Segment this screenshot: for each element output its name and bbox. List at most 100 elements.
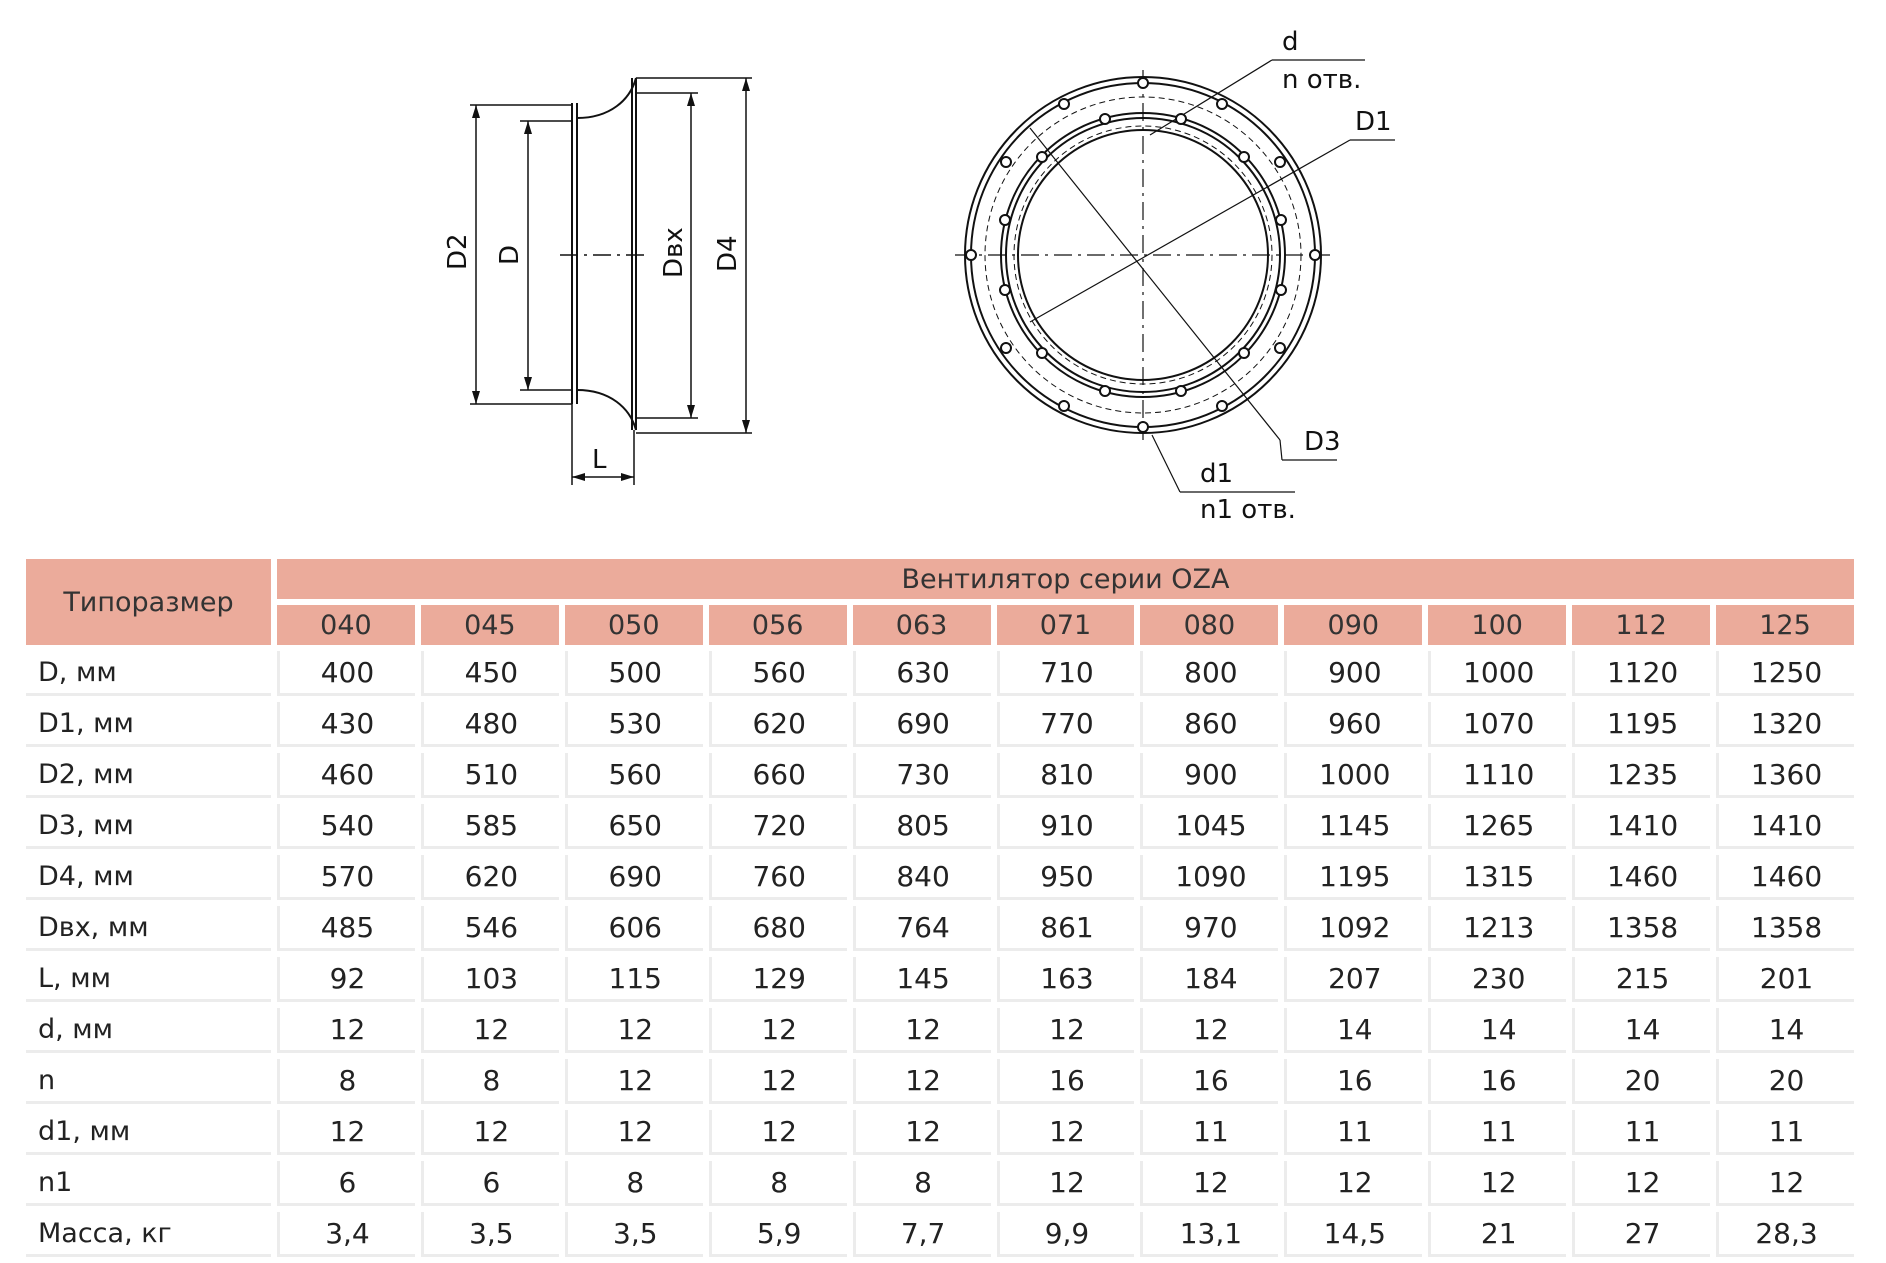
table-cell: 840 <box>852 855 991 900</box>
table-cell: 1000 <box>1284 753 1423 798</box>
row-label: Dвх, мм <box>26 906 271 951</box>
table-cell: 1195 <box>1572 702 1711 747</box>
table-cell: 630 <box>852 651 991 696</box>
table-cell: 201 <box>1716 957 1854 1002</box>
table-cell: 12 <box>1572 1161 1711 1206</box>
table-cell: 11 <box>1284 1110 1423 1155</box>
table-cell: 12 <box>1140 1161 1279 1206</box>
size-header-040: 040 <box>277 605 415 645</box>
table-cell: 950 <box>996 855 1135 900</box>
table-cell: 1000 <box>1428 651 1567 696</box>
table-cell: 546 <box>420 906 559 951</box>
table-cell: 620 <box>708 702 847 747</box>
table-cell: 215 <box>1572 957 1711 1002</box>
technical-drawings: D2 D Dвх D4 L <box>0 0 1886 560</box>
table-cell: 560 <box>564 753 703 798</box>
type-size-header: Типоразмер <box>26 559 271 645</box>
table-cell: 760 <box>708 855 847 900</box>
table-cell: 103 <box>420 957 559 1002</box>
table-cell: 650 <box>564 804 703 849</box>
table-cell: 11 <box>1572 1110 1711 1155</box>
table-cell: 1358 <box>1572 906 1711 951</box>
table-cell: 12 <box>852 1008 991 1053</box>
table-cell: 12 <box>420 1110 559 1155</box>
table-cell: 3,5 <box>564 1212 703 1257</box>
table-cell: 910 <box>996 804 1135 849</box>
table-cell: 11 <box>1716 1110 1854 1155</box>
table-cell: 14 <box>1284 1008 1423 1053</box>
table-cell: 900 <box>1284 651 1423 696</box>
table-cell: 12 <box>852 1059 991 1104</box>
table-cell: 12 <box>1284 1161 1423 1206</box>
table-cell: 480 <box>420 702 559 747</box>
table-cell: 14 <box>1572 1008 1711 1053</box>
table-cell: 8 <box>277 1059 415 1104</box>
table-cell: 13,1 <box>1140 1212 1279 1257</box>
table-cell: 92 <box>277 957 415 1002</box>
row-label: D2, мм <box>26 753 271 798</box>
table-cell: 11 <box>1428 1110 1567 1155</box>
row-label: D1, мм <box>26 702 271 747</box>
table-cell: 1320 <box>1716 702 1854 747</box>
side-view-drawing: D2 D Dвх D4 L <box>443 77 752 485</box>
table-cell: 8 <box>564 1161 703 1206</box>
table-cell: 1045 <box>1140 804 1279 849</box>
row-label: L, мм <box>26 957 271 1002</box>
size-header-050: 050 <box>564 605 703 645</box>
table-cell: 12 <box>1140 1008 1279 1053</box>
table-cell: 14 <box>1428 1008 1567 1053</box>
label-n1-otv: n1 отв. <box>1200 495 1296 525</box>
table-cell: 11 <box>1140 1110 1279 1155</box>
label-D: D <box>495 245 525 265</box>
table-cell: 7,7 <box>852 1212 991 1257</box>
table-cell: 1410 <box>1716 804 1854 849</box>
size-header-056: 056 <box>708 605 847 645</box>
table-cell: 764 <box>852 906 991 951</box>
table-cell: 129 <box>708 957 847 1002</box>
table-cell: 810 <box>996 753 1135 798</box>
table-cell: 6 <box>277 1161 415 1206</box>
row-label: d1, мм <box>26 1110 271 1155</box>
table-cell: 1460 <box>1716 855 1854 900</box>
label-d1: d1 <box>1200 459 1233 489</box>
size-header-080: 080 <box>1140 605 1279 645</box>
table-cell: 1120 <box>1572 651 1711 696</box>
table-cell: 12 <box>708 1110 847 1155</box>
table-cell: 970 <box>1140 906 1279 951</box>
table-cell: 12 <box>420 1008 559 1053</box>
table-cell: 163 <box>996 957 1135 1002</box>
table-cell: 510 <box>420 753 559 798</box>
table-cell: 1213 <box>1428 906 1567 951</box>
table-cell: 12 <box>564 1059 703 1104</box>
table-cell: 12 <box>564 1110 703 1155</box>
table-cell: 230 <box>1428 957 1567 1002</box>
label-n-otv: n отв. <box>1282 65 1361 95</box>
table-cell: 115 <box>564 957 703 1002</box>
table-cell: 20 <box>1716 1059 1854 1104</box>
table-cell: 6 <box>420 1161 559 1206</box>
table-cell: 5,9 <box>708 1212 847 1257</box>
table-cell: 800 <box>1140 651 1279 696</box>
table-cell: 1360 <box>1716 753 1854 798</box>
table-cell: 730 <box>852 753 991 798</box>
table-cell: 690 <box>564 855 703 900</box>
table-cell: 540 <box>277 804 415 849</box>
table-cell: 8 <box>708 1161 847 1206</box>
table-cell: 14 <box>1716 1008 1854 1053</box>
size-header-063: 063 <box>852 605 991 645</box>
row-label: n1 <box>26 1161 271 1206</box>
size-header-090: 090 <box>1284 605 1423 645</box>
table-cell: 460 <box>277 753 415 798</box>
row-label: Масса, кг <box>26 1212 271 1257</box>
table-cell: 805 <box>852 804 991 849</box>
table-cell: 12 <box>564 1008 703 1053</box>
fan-series-header: Вентилятор серии OZA <box>277 559 1854 599</box>
table-cell: 12 <box>852 1110 991 1155</box>
table-cell: 430 <box>277 702 415 747</box>
